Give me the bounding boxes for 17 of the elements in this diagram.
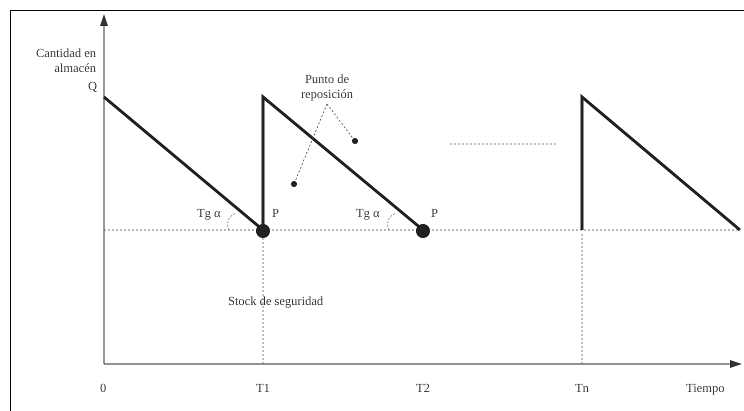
callout-text: Punto de reposición xyxy=(300,72,354,102)
axis-label: Q xyxy=(86,79,97,94)
axis-label: 0 xyxy=(100,381,106,396)
axis-label: Tg α xyxy=(356,206,380,221)
axis-label: Tg α xyxy=(197,206,221,221)
axis-label: Cantidad en almacén xyxy=(34,46,96,76)
leader-dot xyxy=(291,181,297,187)
axis-label: P xyxy=(272,206,279,221)
axis-label: Stock de seguridad xyxy=(228,294,324,309)
axis-label: T2 xyxy=(416,381,430,396)
leader-line xyxy=(326,104,354,140)
axis-label: Tiempo xyxy=(686,381,724,396)
leader-line xyxy=(294,104,328,182)
axis-label: Tn xyxy=(575,381,589,396)
leader-dot xyxy=(352,138,358,144)
axis-label: T1 xyxy=(256,381,270,396)
axis-label: P xyxy=(431,206,438,221)
